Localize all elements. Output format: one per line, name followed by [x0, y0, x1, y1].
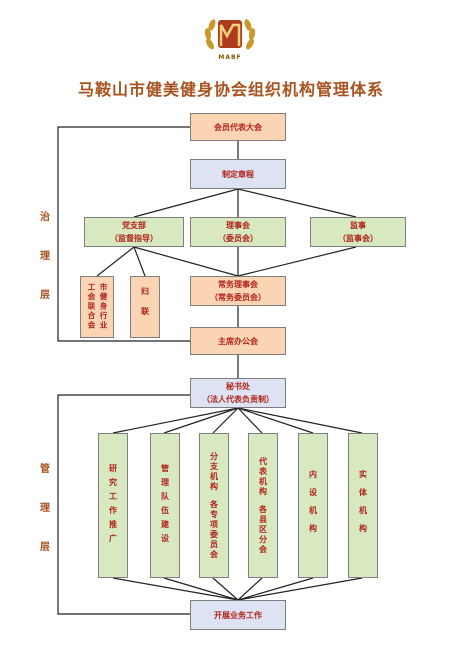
standing-council-sub: （常务委员会） — [210, 293, 266, 302]
charter-label: 制定章程 — [222, 169, 254, 179]
branches-box: 分支机构 各专项委员会 — [199, 433, 229, 578]
council-label: 理事会 — [226, 221, 250, 230]
party-branch-box: 党支部 （监督指导） — [84, 217, 184, 247]
governance-char-1: 治 — [40, 212, 50, 223]
union-right-label: 工会联合会 — [87, 283, 96, 331]
logo: MABF — [200, 16, 260, 64]
representative-label-a: 代表机构 — [258, 456, 268, 497]
general-assembly-label: 会员代表大会 — [214, 122, 262, 132]
internal-label: 内设机构 — [308, 469, 318, 542]
internal-box: 内设机构 — [298, 433, 328, 578]
management-char-2: 理 — [40, 503, 50, 514]
secretariat-sub: （法人代表负责制） — [202, 395, 274, 404]
research-label: 研究工作推广 — [108, 463, 118, 548]
party-branch-label: 党支部 — [122, 221, 146, 230]
governance-char-2: 理 — [40, 251, 50, 262]
standing-council-label: 常务理事会 — [218, 280, 258, 289]
team-building-box: 管理队伍建设 — [150, 433, 180, 578]
logo-text: MABF — [218, 54, 242, 61]
secretariat-box: 秘书处 （法人代表负责制） — [190, 378, 286, 408]
union-box: 工会联合会 市健身行业 — [80, 276, 114, 338]
laurel-logo-icon — [204, 19, 256, 50]
governance-label: 治 理 层 — [38, 208, 52, 325]
charter-box: 制定章程 — [190, 159, 286, 189]
representative-box: 代表机构 各县区分会 — [248, 433, 278, 578]
party-branch-sub: （监督指导） — [110, 234, 158, 243]
president-office-label: 主席办公会 — [218, 336, 258, 346]
management-label: 管 理 层 — [38, 460, 52, 577]
governance-char-3: 层 — [40, 290, 50, 301]
team-building-label: 管理队伍建设 — [160, 463, 170, 548]
general-assembly-box: 会员代表大会 — [190, 113, 286, 141]
supervisor-box: 监事 （监事会） — [310, 217, 406, 247]
representative-label-b: 各县区分会 — [258, 504, 268, 555]
council-box: 理事会 （委员会） — [190, 217, 286, 247]
supervisor-label: 监事 — [350, 221, 366, 230]
business-label: 开展业务工作 — [214, 610, 262, 620]
branches-label-b: 各专项委员会 — [209, 499, 219, 560]
research-box: 研究工作推广 — [98, 433, 128, 578]
page-title: 马鞍山市健美健身协会组织机构管理体系 — [77, 80, 384, 99]
entity-label: 实体机构 — [358, 469, 368, 542]
council-sub: （委员会） — [218, 234, 258, 243]
management-char-3: 层 — [40, 542, 50, 553]
president-office-box: 主席办公会 — [190, 327, 286, 355]
business-box: 开展业务工作 — [190, 600, 286, 630]
secretariat-label: 秘书处 — [226, 382, 250, 391]
union-left-label: 市健身行业 — [99, 283, 108, 331]
women-federation-box: 妇联 — [130, 276, 160, 338]
entity-box: 实体机构 — [348, 433, 378, 578]
women-federation-label: 妇联 — [140, 287, 150, 327]
standing-council-box: 常务理事会 （常务委员会） — [190, 276, 286, 306]
supervisor-sub: （监事会） — [338, 234, 378, 243]
branches-label-a: 分支机构 — [209, 451, 219, 492]
management-char-1: 管 — [40, 464, 50, 475]
